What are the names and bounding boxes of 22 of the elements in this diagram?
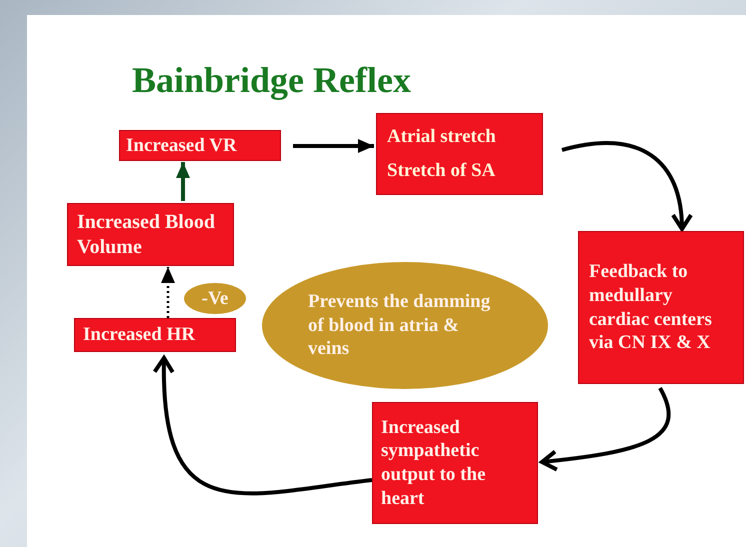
node-text: Stretch of SA	[387, 159, 496, 183]
process-box	[119, 130, 281, 161]
process-box	[376, 113, 543, 195]
process-box	[67, 203, 234, 266]
arrow	[176, 162, 190, 201]
node-text: Increased VR	[126, 134, 238, 158]
node-text: Increased HR	[83, 323, 196, 347]
process-box	[372, 402, 538, 524]
node-text: Feedback to medullary cardiac centers via CN IX & X	[589, 260, 713, 355]
node-text: Increased sympathetic output to the heart	[381, 416, 487, 510]
arrow	[540, 387, 670, 472]
node-text: -Ve	[202, 286, 228, 310]
process-box	[74, 318, 236, 352]
process-box	[578, 231, 744, 384]
title: Bainbridge Reflex	[132, 62, 411, 98]
node-text: Increased Blood Volume	[77, 210, 216, 260]
arrow	[161, 267, 175, 318]
node-text: Atrial stretch	[387, 125, 497, 149]
node-text: Prevents the damming of blood in atria & veins	[308, 290, 492, 362]
arrow	[562, 141, 692, 231]
arrow	[293, 139, 374, 153]
arrow	[153, 356, 372, 496]
